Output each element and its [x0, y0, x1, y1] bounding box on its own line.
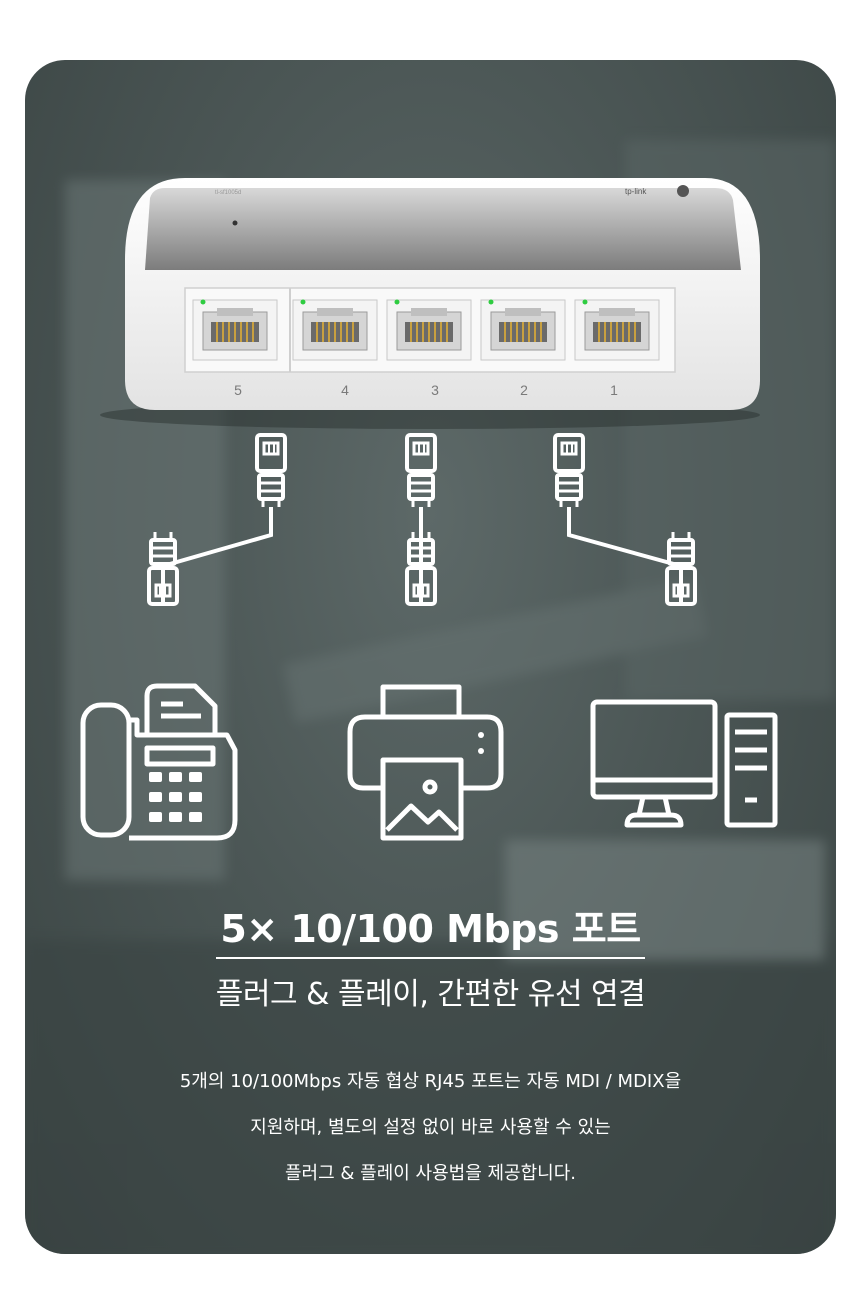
- description-line-3: 플러그 & 플레이 사용법을 제공합니다.: [284, 1163, 577, 1184]
- network-switch: tl-sf1005d tp-link 5 4 3 2 1: [100, 178, 760, 429]
- fax-phone-icon: [80, 683, 238, 841]
- port-number-3: 3: [431, 382, 439, 398]
- headline: 5× 10/100 Mbps 포트: [216, 898, 645, 959]
- feature-card: tl-sf1005d tp-link 5 4 3 2 1: [25, 60, 836, 1254]
- network-illustration: tl-sf1005d tp-link 5 4 3 2 1: [80, 178, 778, 841]
- port-number-1: 1: [610, 382, 618, 398]
- port-leds: [200, 299, 588, 305]
- port-number-4: 4: [341, 382, 349, 398]
- subtitle: 플러그 & 플레이, 간편한 유선 연결: [215, 977, 646, 1012]
- description: 5개의 10/100Mbps 자동 협상 RJ45 포트는 자동 MDI / M…: [25, 1059, 836, 1197]
- desktop-computer-icon: [590, 699, 778, 828]
- port-number-5: 5: [234, 382, 242, 398]
- rj45-plug-icon: [405, 433, 437, 509]
- feature-text: 5× 10/100 Mbps 포트 플러그 & 플레이, 간편한 유선 연결 5…: [25, 898, 836, 1197]
- description-line-2: 지원하며, 별도의 설정 없이 바로 사용할 수 있는: [250, 1117, 611, 1138]
- description-line-1: 5개의 10/100Mbps 자동 협상 RJ45 포트는 자동 MDI / M…: [179, 1071, 682, 1092]
- tp-link-logo-icon: tp-link: [625, 185, 689, 197]
- printer-icon: [347, 684, 504, 841]
- brand-label: tp-link: [625, 187, 647, 196]
- rj45-plug-icon: [553, 433, 585, 509]
- ethernet-cables: [147, 433, 697, 606]
- svg-text:tl-sf1005d: tl-sf1005d: [215, 190, 241, 196]
- port-number-2: 2: [520, 382, 528, 398]
- rj45-plug-icon: [255, 433, 287, 509]
